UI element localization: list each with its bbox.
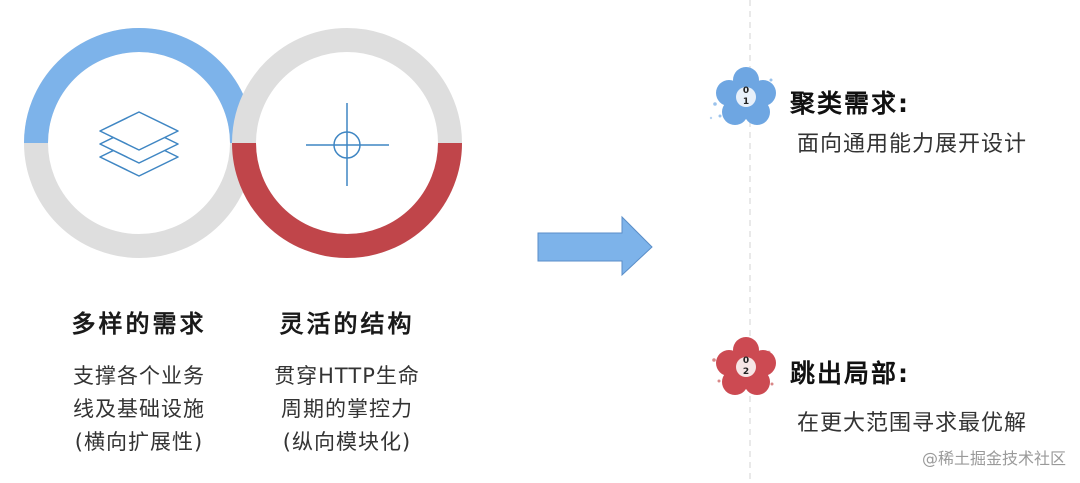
item-2-desc: 在更大范围寻求最优解 <box>797 411 1028 436</box>
caption-diverse-needs: 支撑各个业务 线及基础设施 (横向扩展性) <box>39 360 239 459</box>
crosshair-icon <box>306 103 389 186</box>
item-2-title: 跳出局部: <box>790 359 910 388</box>
caption-line: 周期的掌控力 <box>281 397 413 421</box>
heading-flexible-structure: 灵活的结构 <box>279 310 415 338</box>
ring-1-blue-arc <box>24 28 254 144</box>
item-1-desc: 面向通用能力展开设计 <box>797 132 1028 157</box>
right-arrow-icon <box>537 215 653 277</box>
badge-2-digit-a: 0 <box>743 356 749 366</box>
caption-line: (纵向模块化) <box>282 430 412 454</box>
badge-2-digit-b: 2 <box>743 367 749 377</box>
badge-1-digit-b: 1 <box>743 97 749 107</box>
heading-diverse-needs: 多样的需求 <box>71 310 207 338</box>
item-1-title: 聚类需求: <box>790 89 910 118</box>
caption-flexible-structure: 贯穿HTTP生命 周期的掌控力 (纵向模块化) <box>247 360 447 459</box>
blue-flower-icon <box>709 67 776 125</box>
caption-line: 线及基础设施 <box>73 397 205 421</box>
badge-1-digit-a: 0 <box>743 86 749 96</box>
red-flower-icon <box>712 337 776 395</box>
layers-icon <box>99 111 179 177</box>
watermark: @稀土掘金技术社区 <box>921 449 1066 468</box>
caption-line: 支撑各个业务 <box>73 364 205 388</box>
ring-2-red-arc <box>232 142 462 258</box>
caption-line: (横向扩展性) <box>74 430 204 454</box>
caption-line: 贯穿HTTP生命 <box>274 364 420 388</box>
ring-flexible-structure <box>232 28 462 258</box>
